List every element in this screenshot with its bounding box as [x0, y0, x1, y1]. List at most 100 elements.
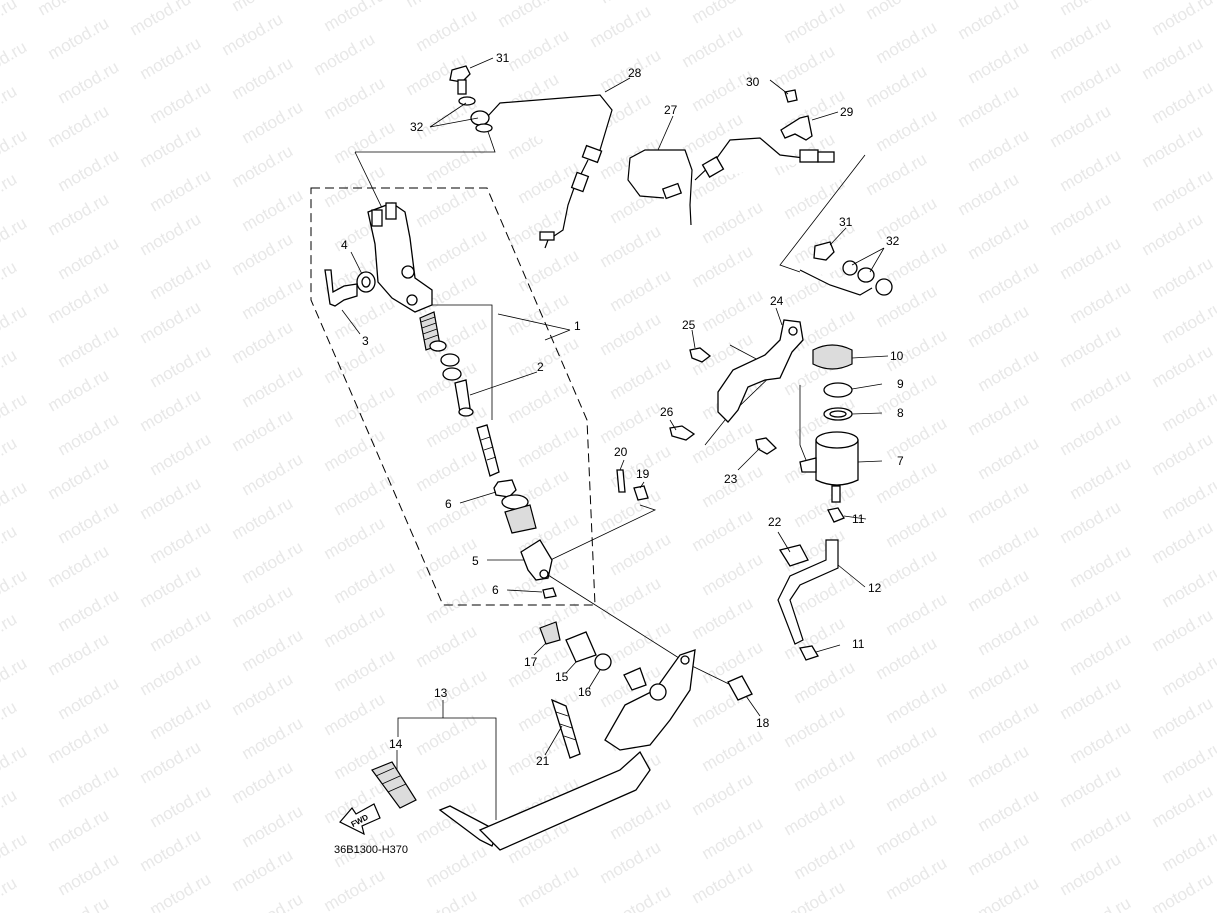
brake-hose-lower-right	[799, 269, 873, 296]
brake-pipe-27	[627, 149, 693, 226]
watermark-text: motod.ru	[147, 605, 215, 655]
watermark-text: motod.ru	[229, 845, 297, 895]
watermark-text: motod.ru	[781, 0, 849, 47]
watermark-text: motod.ru	[321, 689, 389, 739]
watermark-text: motod.ru	[0, 653, 30, 703]
watermark-text: motod.ru	[863, 61, 931, 111]
callout-31-right: 31	[839, 215, 853, 229]
watermark-text: motod.ru	[45, 541, 113, 591]
watermark-text: motod.ru	[873, 633, 941, 683]
master-cylinder-assembly-boundary	[310, 187, 596, 606]
watermark-text: motod.ru	[423, 753, 491, 803]
watermark-text: motod.ru	[321, 0, 389, 35]
watermark-text: motod.ru	[1057, 849, 1125, 899]
watermark-text: motod.ru	[423, 577, 491, 627]
watermark-text: motod.ru	[607, 265, 675, 315]
reservoir-cap	[812, 344, 853, 370]
watermark-text: motod.ru	[873, 369, 941, 419]
callout-15: 15	[555, 670, 569, 684]
watermark-text: motod.ru	[0, 301, 30, 351]
union-bolt-upper	[449, 65, 493, 133]
callouts: 1 2 3 4 5 6 6 7 8 9 10 11 11 12 13 14 15…	[341, 51, 904, 768]
watermark-text: motod.ru	[883, 677, 951, 727]
callout-29: 29	[840, 105, 854, 119]
watermark-text: motod.ru	[331, 117, 399, 167]
watermark-text: motod.ru	[0, 829, 30, 879]
watermark-text: motod.ru	[873, 809, 941, 859]
watermark-text: motod.ru	[321, 513, 389, 563]
callout-19: 19	[636, 467, 650, 481]
watermark-text: motod.ru	[229, 493, 297, 543]
pedal-bushing	[565, 631, 597, 663]
hose-joint-elbow	[324, 269, 358, 307]
watermark-text: motod.ru	[1047, 189, 1115, 239]
watermark-text: motod.ru	[55, 849, 123, 899]
watermark-text: motod.ru	[331, 645, 399, 695]
watermark-text: motod.ru	[965, 741, 1033, 791]
watermark-text: motod.ru	[863, 0, 931, 23]
watermark-text: motod.ru	[331, 381, 399, 431]
watermark-text: motod.ru	[45, 717, 113, 767]
watermark-text: motod.ru	[505, 289, 573, 339]
watermark-text: motod.ru	[699, 461, 767, 511]
bracket-bolt-26	[669, 425, 696, 441]
watermark-text: motod.ru	[975, 345, 1043, 395]
watermark-text: motod.ru	[515, 421, 583, 471]
watermark-text: motod.ru	[239, 361, 307, 411]
watermark-text: motod.ru	[137, 561, 205, 611]
watermark-text: motod.ru	[35, 0, 103, 19]
hose-clip-upper	[827, 507, 845, 523]
watermark-text: motod.ru	[699, 549, 767, 599]
watermark-text: motod.ru	[55, 145, 123, 195]
reservoir-bolt-23	[755, 437, 778, 455]
callout-6-upper: 6	[445, 497, 452, 511]
watermark-text: motod.ru	[1149, 605, 1217, 655]
callout-12: 12	[868, 581, 882, 595]
watermark-text: motod.ru	[423, 665, 491, 715]
watermark-text: motod.ru	[0, 345, 20, 395]
watermark-text: motod.ru	[1159, 473, 1217, 523]
watermark-text: motod.ru	[1057, 321, 1125, 371]
watermark-text: motod.ru	[137, 33, 205, 83]
watermark-text: motod.ru	[137, 473, 205, 523]
watermark-text: motod.ru	[883, 501, 951, 551]
watermark-text: motod.ru	[1067, 805, 1135, 855]
callout-30: 30	[746, 75, 760, 89]
watermark-text: motod.ru	[1067, 893, 1135, 913]
watermark-text: motod.ru	[55, 761, 123, 811]
watermark-text: motod.ru	[1057, 761, 1125, 811]
clevis-pin	[727, 675, 753, 701]
watermark-text: motod.ru	[45, 805, 113, 855]
forward-direction-arrow: FWD	[339, 803, 381, 836]
watermark-text: motod.ru	[311, 29, 379, 79]
watermark-text: motod.ru	[413, 445, 481, 495]
watermark-text: motod.ru	[137, 385, 205, 435]
callout-13: 13	[434, 686, 448, 700]
watermark-text: motod.ru	[965, 829, 1033, 879]
callout-20: 20	[614, 445, 628, 459]
watermark-text: motod.ru	[975, 257, 1043, 307]
watermark-text: motod.ru	[147, 165, 215, 215]
watermark-text: motod.ru	[597, 837, 665, 887]
watermark-text: motod.ru	[0, 697, 20, 747]
leader-lines	[341, 57, 889, 820]
hose-clamp	[780, 115, 813, 141]
watermark-text: motod.ru	[45, 629, 113, 679]
watermark-text: motod.ru	[403, 0, 471, 11]
watermark-text: motod.ru	[321, 865, 389, 913]
watermark-text: motod.ru	[975, 521, 1043, 571]
pedal-cap-17	[539, 621, 561, 645]
hose-holder	[778, 544, 809, 567]
watermark-text: motod.ru	[781, 877, 849, 913]
clamp-bolt	[784, 89, 798, 103]
watermark-text: motod.ru	[321, 73, 389, 123]
watermark-text: motod.ru	[781, 701, 849, 751]
watermark-text: motod.ru	[413, 621, 481, 671]
callout-10: 10	[890, 349, 904, 363]
callout-4: 4	[341, 238, 348, 252]
watermark-text: motod.ru	[873, 721, 941, 771]
watermark-text: motod.ru	[689, 417, 757, 467]
watermark-text: motod.ru	[0, 609, 20, 659]
callout-2: 2	[537, 360, 544, 374]
watermark-text: motod.ru	[975, 609, 1043, 659]
